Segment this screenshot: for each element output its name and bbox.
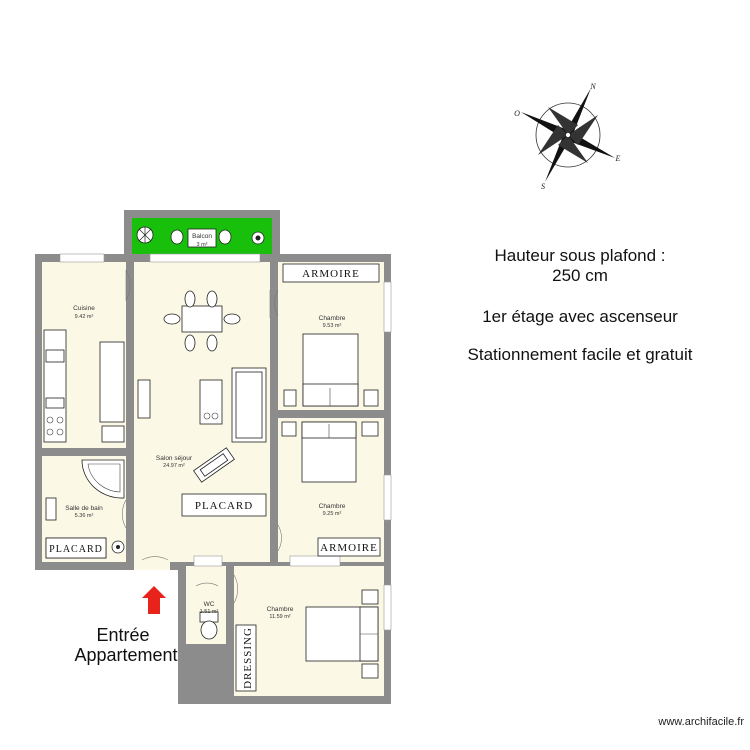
info-parking: Stationnement facile et gratuit [468, 345, 693, 364]
entry-label-line2: Appartement [74, 645, 177, 665]
placard-salon-box [181, 493, 267, 517]
info-ceiling-height-value: 250 cm [552, 266, 608, 285]
plant-icon [136, 226, 154, 244]
doors [122, 269, 282, 604]
wc-name: WC [204, 601, 215, 608]
wc-furniture [199, 611, 219, 640]
salon-furniture [137, 290, 267, 483]
info-ceiling-height-label: Hauteur sous plafond : [494, 246, 665, 265]
chambre2-furniture [281, 421, 379, 483]
windows [59, 253, 392, 631]
balcony-furniture [136, 226, 265, 248]
armoire-bottom-label: ARMOIRE [320, 542, 378, 554]
entry-arrow-icon [142, 586, 166, 614]
compass-s: S [541, 182, 545, 191]
kitchen-furniture [43, 329, 125, 443]
info-floor: 1er étage avec ascenseur [482, 307, 678, 326]
chambre3-furniture [305, 589, 379, 679]
salle-de-bain-area: 5.36 m² [75, 513, 94, 519]
dressing-label: DRESSING [242, 627, 254, 689]
cuisine-area: 9.42 m² [75, 314, 94, 320]
chambre2-area: 9.25 m² [323, 511, 342, 517]
chambre1-area: 9.53 m² [323, 323, 342, 329]
salle-de-bain-name: Salle de bain [65, 505, 103, 512]
entry-label-line1: Entrée [96, 625, 149, 645]
armoire-top-box [282, 263, 380, 283]
placard-sdb-label: PLACARD [49, 544, 103, 555]
salon-area: 24.97 m² [163, 463, 185, 469]
chambre1-furniture [283, 333, 379, 407]
balcon-area: 3 m² [197, 242, 208, 248]
compass-e: E [615, 154, 621, 163]
footer-watermark: www.archifacile.fr [657, 716, 744, 728]
balcon-name: Balcon [192, 233, 212, 240]
chambre1-name: Chambre [319, 315, 346, 322]
chambre3-area: 11.59 m² [269, 614, 290, 620]
placard-salon-label: PLACARD [195, 500, 253, 512]
armoire-bottom-box [317, 537, 381, 557]
compass-o: O [514, 109, 520, 118]
wc-area: 1.51 m² [200, 609, 219, 615]
compass-rose-icon [521, 88, 615, 182]
cuisine-name: Cuisine [73, 305, 95, 312]
placard-sdb-box [45, 537, 107, 559]
armoire-top-label: ARMOIRE [302, 268, 360, 280]
plant-icon [251, 231, 265, 245]
salon-name: Salon séjour [156, 455, 193, 462]
chambre2-name: Chambre [319, 503, 346, 510]
chambre3-name: Chambre [267, 606, 294, 613]
dressing-box [235, 624, 257, 692]
compass-n: N [589, 82, 596, 91]
